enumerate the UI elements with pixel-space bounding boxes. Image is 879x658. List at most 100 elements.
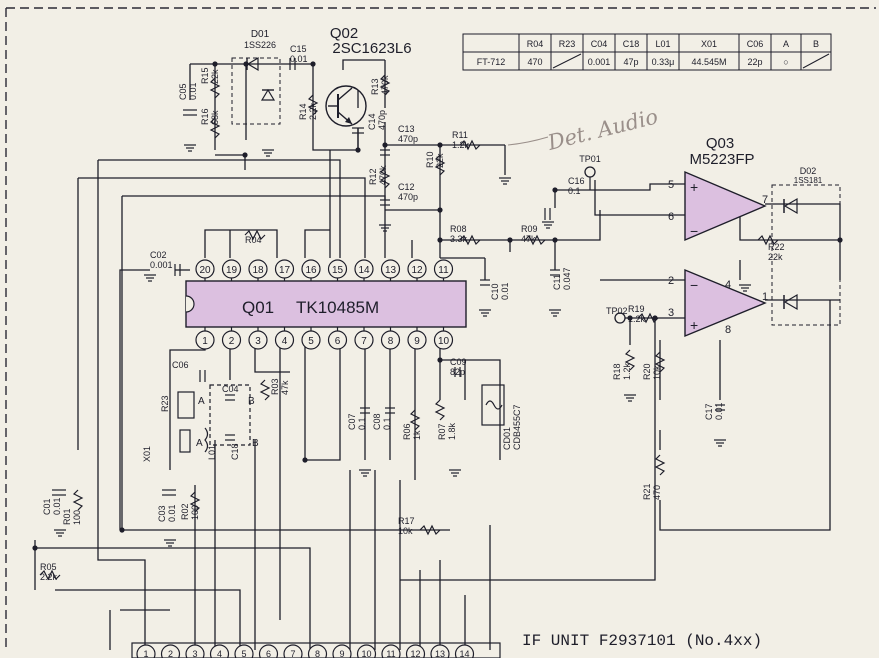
- component-ref: C10: [490, 283, 500, 300]
- jumper-b2-label: B: [252, 438, 259, 449]
- component-value: 1.2k: [452, 140, 470, 150]
- ic-pin-bottom: 8: [380, 327, 401, 350]
- component-ref: C11: [552, 274, 562, 290]
- variant-table-header: R23: [559, 39, 576, 49]
- svg-text:+: +: [690, 317, 698, 333]
- component-value: CDB455C7: [512, 404, 522, 450]
- connector-pin: 1: [136, 644, 156, 658]
- connector-pin-number: 14: [459, 649, 469, 658]
- connector-pin-number: 5: [241, 649, 246, 658]
- ic-pin-number: 12: [411, 265, 423, 276]
- component-ref: C14: [367, 113, 377, 130]
- component-value: 0.01: [714, 402, 724, 420]
- component-value: 47k: [521, 234, 536, 244]
- component-l01: L01: [207, 445, 217, 460]
- component-value: 470p: [398, 134, 418, 144]
- ic-pin-number: 10: [438, 336, 450, 347]
- variant-table-cell: 470: [527, 57, 542, 67]
- jumper-b-label: B: [248, 396, 255, 407]
- ic-pin-bottom: 5: [301, 327, 321, 350]
- transistor-q02: Q02 2SC1623L6: [325, 25, 412, 127]
- d02-part-label: 1SS181: [794, 176, 823, 185]
- component-ref: R16: [200, 108, 210, 125]
- connector-pin-number: 2: [168, 649, 173, 658]
- connector-pin: 8: [307, 644, 328, 658]
- variant-table-header: R04: [527, 39, 544, 49]
- variant-table-header: A: [783, 39, 789, 49]
- d02-ref-label: D02: [800, 166, 817, 176]
- jumper-a-label: A: [198, 396, 205, 407]
- connector-pin-number: 12: [410, 649, 420, 658]
- component-ref: R02: [180, 503, 190, 520]
- ic-pin-number: 2: [229, 336, 235, 347]
- component-ref: R05: [40, 562, 57, 572]
- component-r04: R04: [245, 235, 262, 245]
- component-ref: R06: [402, 423, 412, 440]
- variant-table-header: C06: [747, 39, 764, 49]
- connector-pin: 2: [160, 644, 181, 658]
- passive-symbols-bottom: [39, 367, 505, 581]
- variant-table-cell: 0.33μ: [652, 57, 675, 67]
- component-value: 0.1: [382, 417, 392, 430]
- component-value: 0.01: [52, 497, 62, 515]
- connector-pin-number: 9: [339, 649, 344, 658]
- component-ref: R07: [437, 423, 447, 440]
- ic-pin-number: 3: [255, 336, 261, 347]
- connector-pin: 3: [185, 644, 205, 658]
- component-ref: R17: [398, 516, 415, 526]
- component-value: 100: [190, 505, 200, 520]
- ic-pin-top: 12: [407, 259, 427, 281]
- handwritten-annotation: Det. Audio: [507, 104, 660, 155]
- component-ref: R09: [521, 224, 538, 234]
- variant-table-header: C04: [591, 39, 608, 49]
- component-ref: C01: [42, 498, 52, 515]
- component-value: 470: [652, 485, 662, 500]
- test-point-tp02: TP02: [606, 306, 628, 324]
- connector-pin-number: 8: [315, 649, 320, 658]
- component-ref: R14: [298, 103, 308, 120]
- q02-ref-label: Q02: [330, 25, 358, 42]
- ic-pin-top: 14: [354, 259, 374, 281]
- component-value: 1.2k: [628, 314, 646, 324]
- component-ref: R21: [642, 483, 652, 500]
- opamp-pin-5: 5: [668, 179, 674, 191]
- ic-q01: Q01 TK10485M: [185, 280, 467, 328]
- component-value: 10k: [398, 526, 413, 536]
- component-ref: C07: [347, 413, 357, 430]
- component-r23: R23: [160, 395, 170, 412]
- ic-pin-number: 18: [252, 265, 264, 276]
- connector-pin-number: 13: [435, 649, 445, 658]
- component-ref: C09: [450, 357, 467, 367]
- component-ref: R23: [160, 395, 170, 412]
- ground-symbols: [54, 144, 751, 547]
- q03-part-label: M5223FP: [689, 151, 754, 168]
- ic-pin-top: 15: [327, 259, 348, 281]
- tp01-label: TP01: [579, 154, 601, 164]
- ic-pin-top: 16: [301, 259, 321, 281]
- component-ref: R04: [245, 235, 262, 245]
- component-ref: C04: [222, 384, 239, 394]
- variant-table-header: B: [813, 39, 819, 49]
- ic-ref-label: Q01: [242, 298, 274, 317]
- d01-ref-label: D01: [251, 29, 270, 40]
- ic-pin-number: 15: [332, 265, 344, 276]
- ic-pin-number: 8: [388, 336, 394, 347]
- variant-table-cell: 0.001: [588, 57, 611, 67]
- diode-d01: D01 1SS226: [231, 29, 281, 125]
